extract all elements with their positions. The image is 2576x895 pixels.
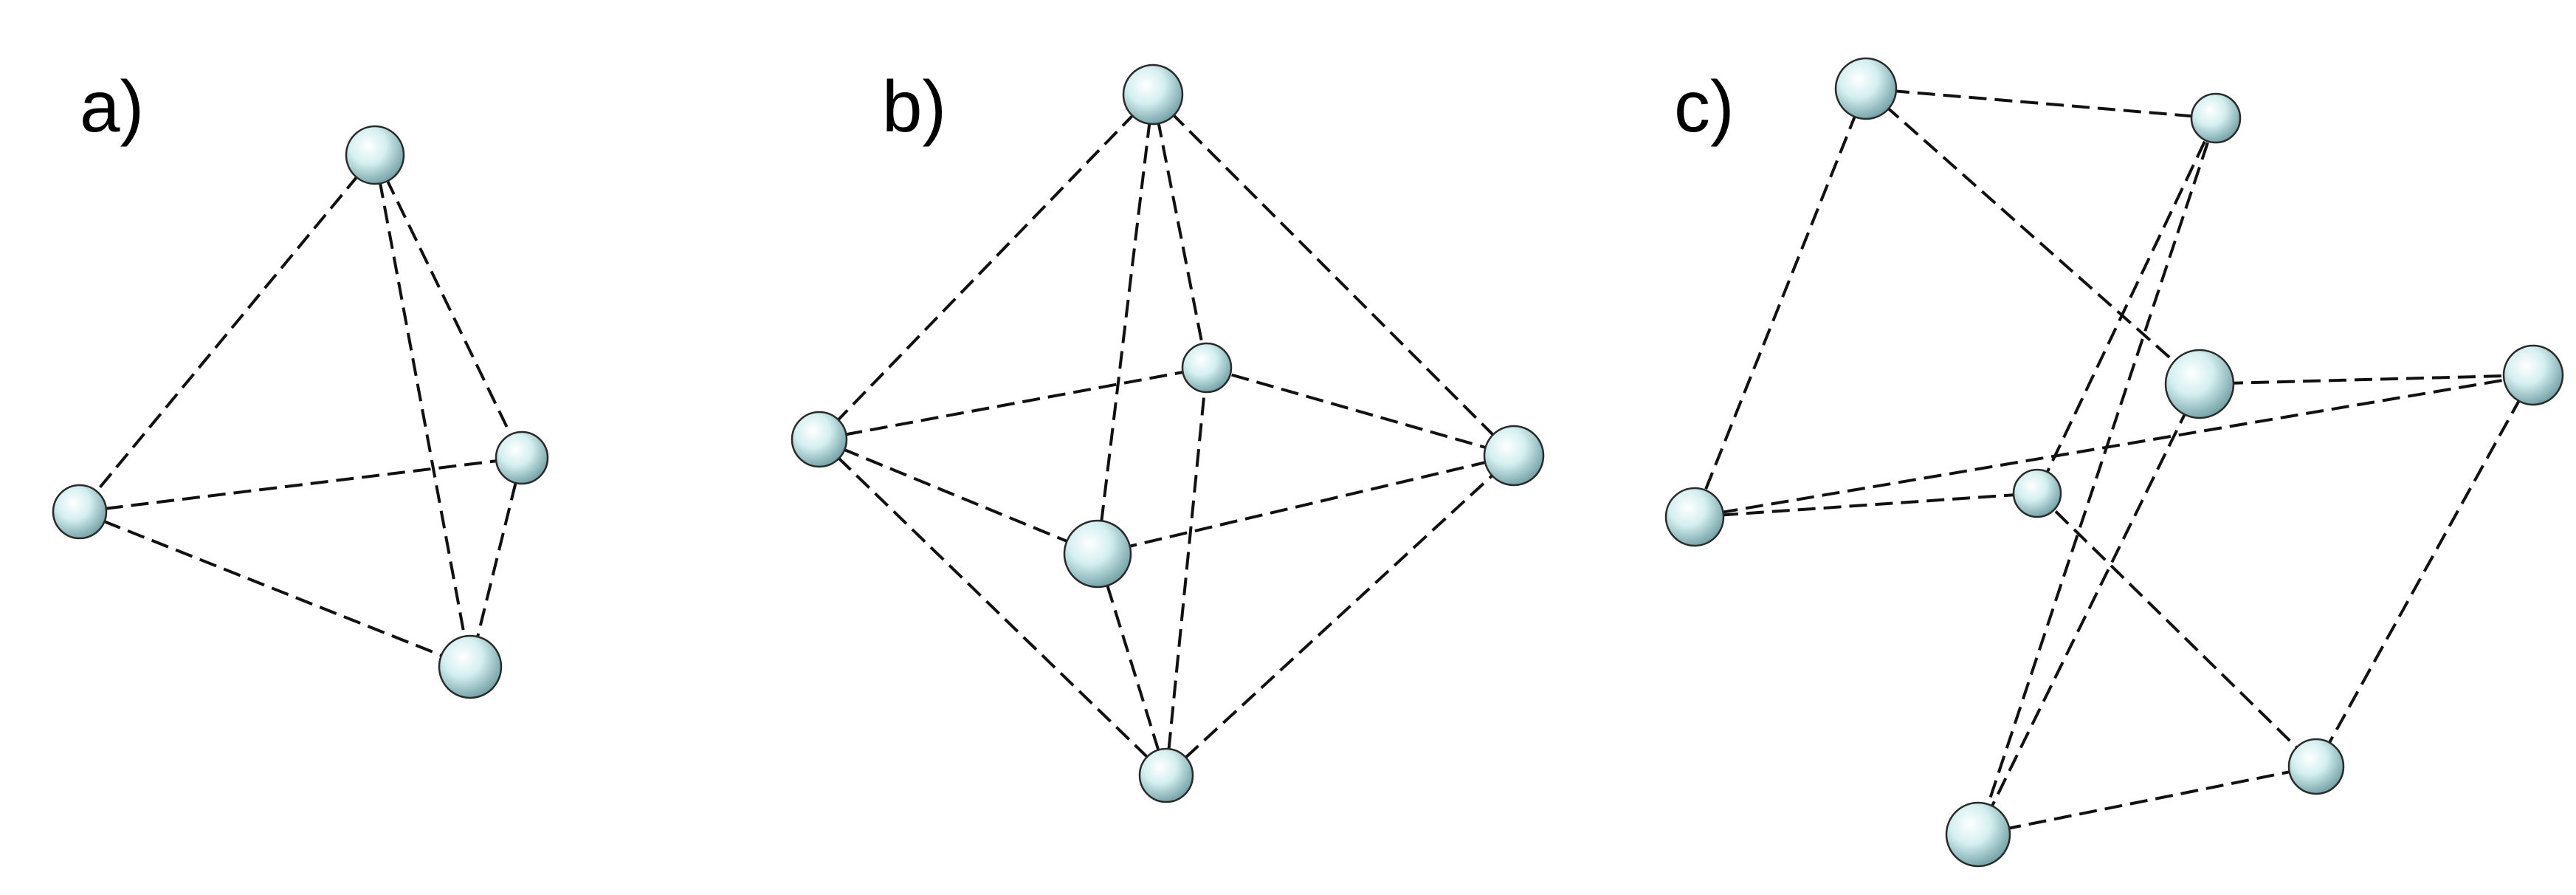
cube-sphere-n5 [2012,468,2062,518]
cube-sphere-n4 [2164,349,2235,419]
octahedron-edge-n4-n5 [1097,454,1515,555]
tetrahedron-sphere-n3 [495,431,549,485]
tetrahedron-sphere-n1 [345,125,405,185]
tetrahedron-edge-n2-n4 [79,510,471,668]
cube-edge-n1-n4 [1864,87,2201,385]
octahedron-edge-n1-n2 [818,93,1154,441]
tetrahedron-edge-n1-n3 [373,154,523,459]
panel-b-edges [818,93,1515,777]
octahedron-edge-n1-n4 [1151,93,1515,457]
octahedron-sphere-n1 [1122,64,1184,126]
octahedron-sphere-n3 [1181,342,1233,394]
cube-sphere-n2 [1664,487,1725,547]
octahedron-sphere-n2 [791,411,848,468]
panel-c-nodes [1664,57,2564,868]
octahedron-edge-n6-n2 [818,438,1168,777]
cube-edge-n4-n6 [2199,374,2534,385]
tetrahedron-edge-n2-n3 [79,456,523,513]
cube-edge-n6-n8 [2315,374,2535,767]
octahedron-sphere-n5 [1063,519,1132,589]
cube-sphere-n8 [2287,738,2345,795]
panel-label-c: c) [1674,66,1735,147]
octahedron-edge-n1-n3 [1151,94,1208,368]
octahedron-edge-n1-n5 [1096,94,1154,555]
cube-edge-n3-n5 [2036,117,2217,494]
panel-b-nodes [791,64,1545,803]
cube-edge-n1-n3 [1865,87,2217,120]
octahedron-edge-n6-n3 [1165,367,1208,776]
cube-edge-n7-n8 [1977,765,2317,836]
tetrahedron-edge-n1-n2 [78,154,376,513]
octahedron-edge-n6-n5 [1096,553,1168,776]
octahedron-sphere-n4 [1483,425,1545,487]
panel-a: a) [52,66,549,699]
cube-edge-n5-n8 [2036,492,2318,768]
octahedron-edge-n6-n4 [1165,454,1515,777]
tetrahedron-sphere-n2 [52,484,108,540]
octahedron-edge-n5-n2 [819,438,1098,555]
octahedron-sphere-n6 [1138,747,1194,803]
octahedron-edge-n3-n4 [1206,366,1515,457]
cube-edge-n3-n7 [1977,117,2217,835]
panel-label-a: a) [80,66,144,147]
panel-b: b) [791,64,1545,803]
panel-c-edges [1693,87,2535,836]
tetrahedron-edge-n1-n4 [373,154,472,668]
cube-sphere-n1 [1834,57,1898,120]
panel-label-b: b) [882,66,946,147]
cube-sphere-n3 [2190,92,2242,144]
cube-edge-n2-n5 [1694,492,2038,518]
panel-a-nodes [52,125,549,699]
cube-edge-n2-n6 [1694,374,2534,518]
cube-sphere-n7 [1945,801,2011,868]
panel-a-edges [78,154,523,668]
cube-edge-n1-n2 [1693,88,1867,518]
panel-c: c) [1664,57,2564,868]
octahedron-edge-n2-n3 [819,366,1208,441]
cube-edge-n4-n7 [1977,383,2201,835]
tetrahedron-edge-n3-n4 [469,457,523,668]
tetrahedron-sphere-n4 [438,634,503,699]
cube-sphere-n6 [2502,344,2564,406]
